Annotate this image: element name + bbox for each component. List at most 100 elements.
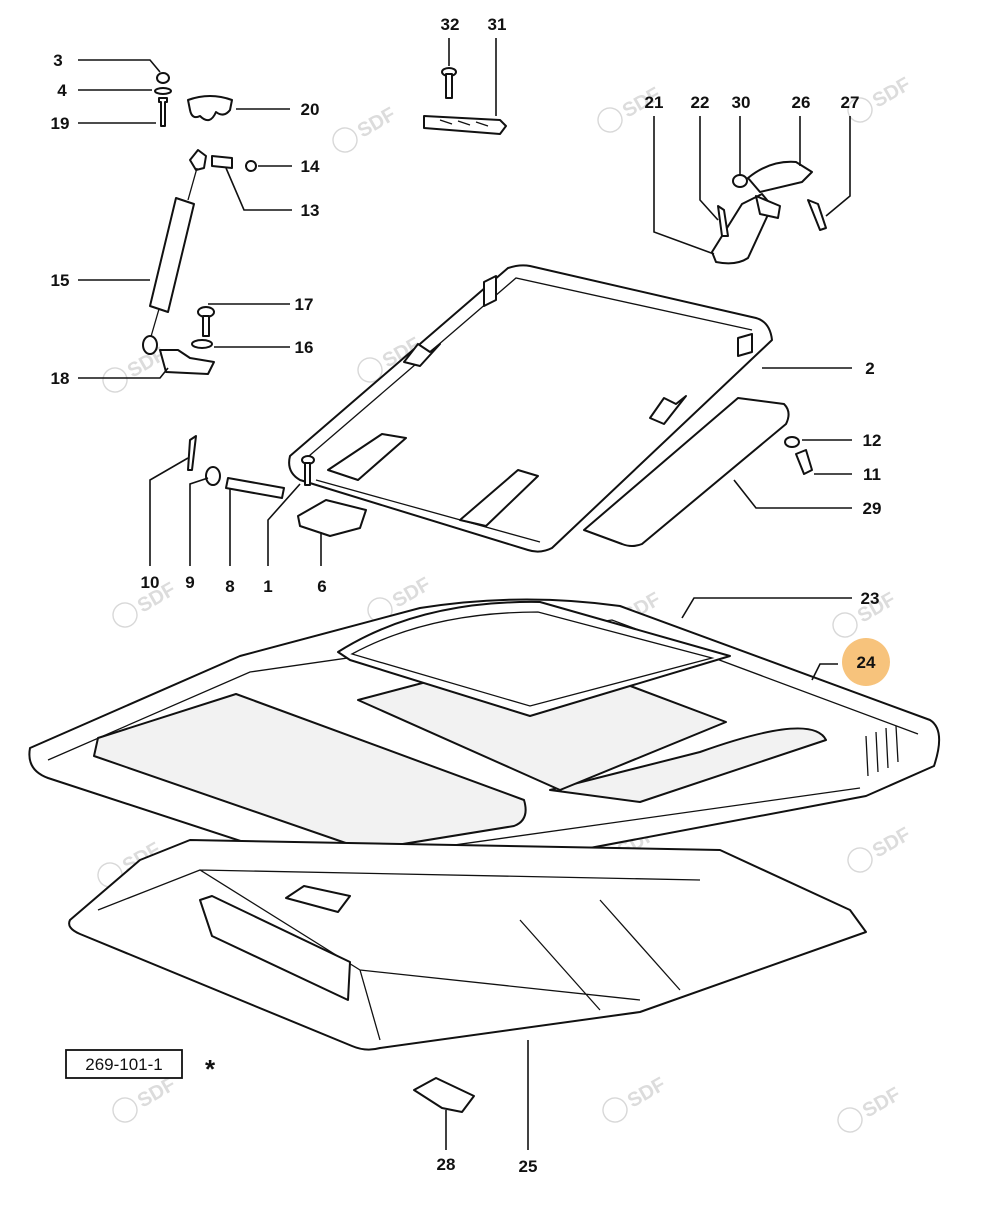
- hatch-lid-2: [288, 264, 773, 553]
- headliner-handle: [285, 885, 351, 913]
- hardware-top-center: [423, 67, 507, 135]
- hardware-upper-right: [711, 160, 827, 265]
- washer-4: [154, 87, 172, 95]
- gas-strut-15: [149, 197, 195, 313]
- leader-23: [681, 597, 852, 619]
- screw-19: [158, 97, 168, 127]
- plate-31: [423, 115, 507, 135]
- callout-23[interactable]: 23: [861, 589, 880, 608]
- callout-13[interactable]: 13: [301, 201, 320, 220]
- hardware-upper-left: [142, 72, 257, 375]
- leader-1: [267, 483, 301, 566]
- callout-2[interactable]: 2: [865, 359, 874, 378]
- callout-highlight-24: [842, 638, 890, 686]
- spring-30: [732, 174, 748, 188]
- leader-10: [149, 457, 189, 566]
- leader-lines: [78, 38, 852, 1150]
- headliner-25: [68, 839, 867, 1051]
- callout-6[interactable]: 6: [317, 577, 326, 596]
- leader-24: [811, 663, 838, 681]
- callout-24[interactable]: 24: [857, 653, 876, 672]
- callout-12[interactable]: 12: [863, 431, 882, 450]
- hinge-knuckle: [755, 195, 781, 219]
- callout-1[interactable]: 1: [263, 577, 272, 596]
- callout-25[interactable]: 25: [519, 1157, 538, 1176]
- svg-text:SDF: SDF: [869, 73, 915, 112]
- headliner-recess: [199, 895, 351, 1001]
- bolt-shank-17: [202, 315, 210, 337]
- hinge-plate-left: [327, 433, 407, 481]
- lid-rib-right: [649, 395, 687, 425]
- watermark: SDF: [332, 103, 400, 153]
- strut-rod: [187, 167, 198, 201]
- plate-26: [747, 160, 813, 193]
- callout-19[interactable]: 19: [51, 114, 70, 133]
- callout-28[interactable]: 28: [437, 1155, 456, 1174]
- callout-20[interactable]: 20: [301, 100, 320, 119]
- roof-panel-assembly: [28, 598, 941, 891]
- callout-labels: 3 4 19 20 14 13 15 17 16 18 32 31 21 22 …: [51, 15, 882, 1176]
- leader-9: [189, 477, 209, 566]
- callout-3[interactable]: 3: [53, 51, 62, 70]
- callout-15[interactable]: 15: [51, 271, 70, 290]
- roof-recess-right: [549, 727, 827, 803]
- strut-rod-lower: [149, 308, 160, 341]
- callout-31[interactable]: 31: [488, 15, 507, 34]
- leader-21: [653, 116, 715, 255]
- reference-code: 269-101-1: [85, 1055, 163, 1074]
- callout-18[interactable]: 18: [51, 369, 70, 388]
- lid-rib-left: [403, 343, 441, 367]
- strut-end-top: [189, 149, 207, 171]
- callout-11[interactable]: 11: [863, 465, 881, 484]
- reference-asterisk: *: [205, 1054, 216, 1084]
- bracket-18: [159, 349, 215, 375]
- hatch-seal-23: [337, 600, 731, 717]
- callout-30[interactable]: 30: [732, 93, 751, 112]
- nut-3: [156, 72, 170, 84]
- callout-22[interactable]: 22: [691, 93, 710, 112]
- callout-29[interactable]: 29: [863, 499, 882, 518]
- callout-21[interactable]: 21: [645, 93, 664, 112]
- lid-bracket-top: [483, 275, 497, 307]
- callout-26[interactable]: 26: [792, 93, 811, 112]
- watermark: SDF: [602, 1073, 669, 1123]
- lid-bracket-right: [737, 333, 753, 357]
- leader-22: [699, 116, 719, 221]
- callout-10[interactable]: 10: [141, 573, 160, 592]
- pin-8: [225, 477, 285, 499]
- callout-16[interactable]: 16: [295, 338, 314, 357]
- split-pin-10: [187, 435, 197, 471]
- hinge-block-6: [297, 499, 367, 537]
- headliner-assembly: [68, 839, 867, 1113]
- leader-29: [733, 479, 852, 509]
- svg-text:SDF: SDF: [859, 1083, 905, 1122]
- screw-shank-32: [445, 73, 453, 99]
- callout-17[interactable]: 17: [295, 295, 314, 314]
- callout-27[interactable]: 27: [841, 93, 860, 112]
- hinge-arm-21: [711, 193, 773, 265]
- hardware-left-pins: [187, 435, 285, 499]
- callout-14[interactable]: 14: [301, 157, 320, 176]
- pin-22: [717, 205, 729, 237]
- callout-8[interactable]: 8: [225, 577, 234, 596]
- washer-16: [191, 339, 213, 349]
- watermark: SDF: [847, 823, 914, 873]
- reference-code-frame: [65, 1049, 183, 1079]
- callout-32[interactable]: 32: [441, 15, 460, 34]
- latch-20: [187, 95, 233, 122]
- hinge-plate-right: [459, 469, 539, 527]
- svg-text:SDF: SDF: [354, 103, 400, 142]
- leader-13: [225, 167, 292, 211]
- bolt-27: [807, 199, 827, 231]
- leader-18: [78, 367, 169, 379]
- callout-4[interactable]: 4: [57, 81, 67, 100]
- svg-text:SDF: SDF: [134, 1073, 180, 1112]
- callout-9[interactable]: 9: [185, 573, 194, 592]
- hatch-lid-assembly: [288, 264, 813, 553]
- watermark: SDF: [837, 1083, 905, 1133]
- leader-27: [825, 116, 851, 217]
- strut-eye-lower: [142, 335, 158, 355]
- reference-code-box: 269-101-1 *: [65, 1049, 216, 1084]
